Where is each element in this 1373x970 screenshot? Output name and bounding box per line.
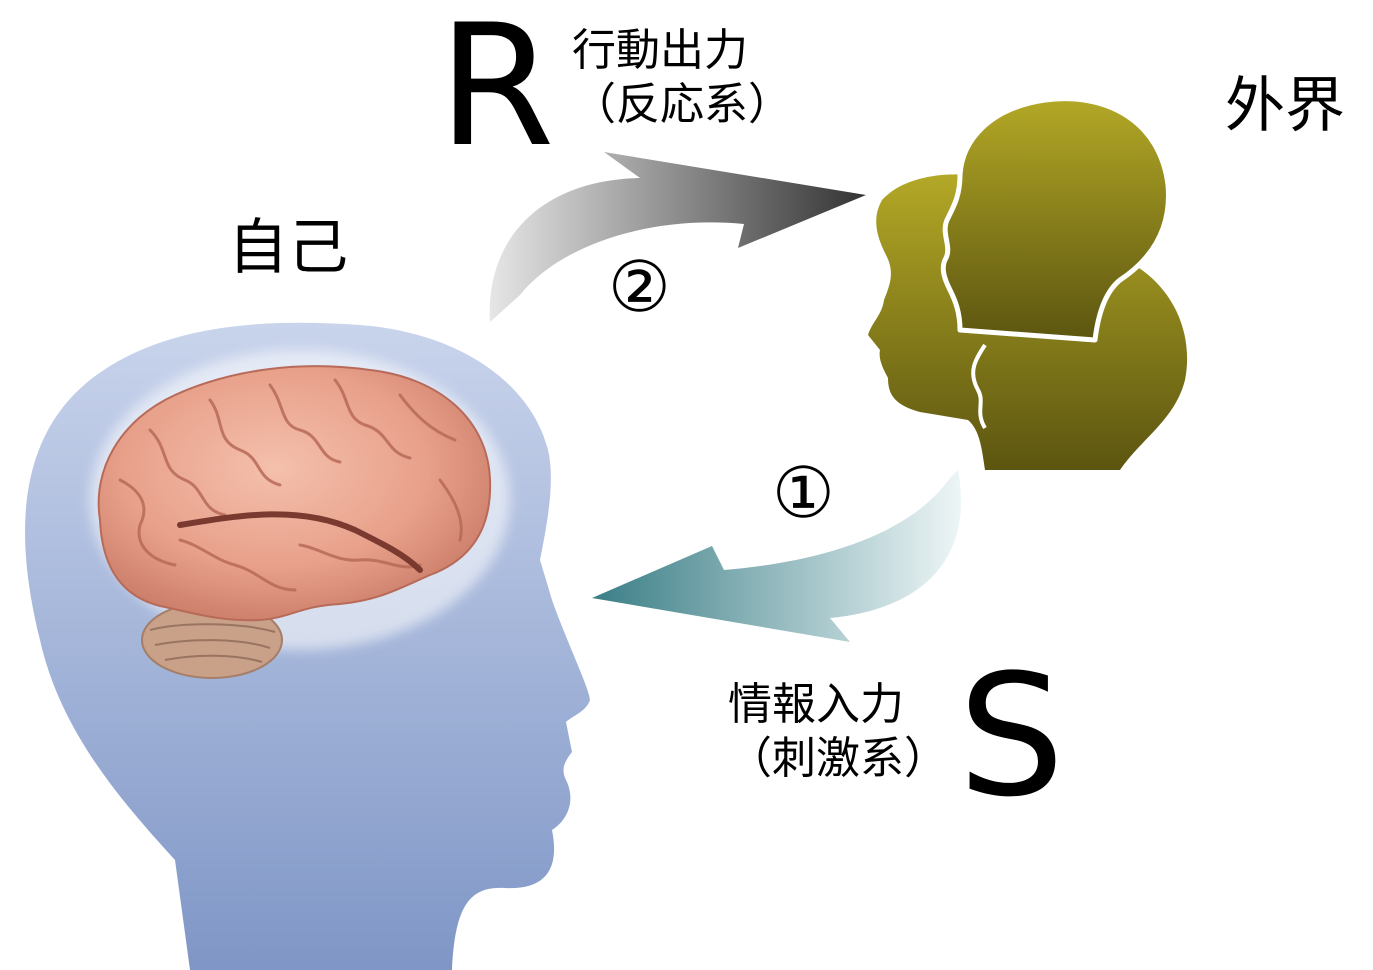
others-head-silhouettes [868,96,1188,471]
stimulus-letter: S [958,638,1065,834]
response-arrow [489,152,866,322]
brain-illustration [90,350,510,679]
step-stimulus-number: ① [772,452,835,534]
step-response-number: ② [608,246,671,328]
response-caption-line2: （反応系） [572,79,792,130]
response-letter: R [438,0,555,184]
self-label: 自己 [228,213,348,283]
stimulus-caption-line2: （刺激系） [728,733,948,784]
stimulus-caption-line1: 情報入力 [728,679,904,730]
outside-world-label: 外界 [1225,71,1345,141]
front-head-silhouette [940,96,1171,343]
stimulus-caption: 情報入力 （刺激系） [728,678,948,786]
response-caption: 行動出力 （反応系） [572,24,792,132]
stimulus-arrow [592,470,962,642]
response-caption-line1: 行動出力 [572,25,748,76]
